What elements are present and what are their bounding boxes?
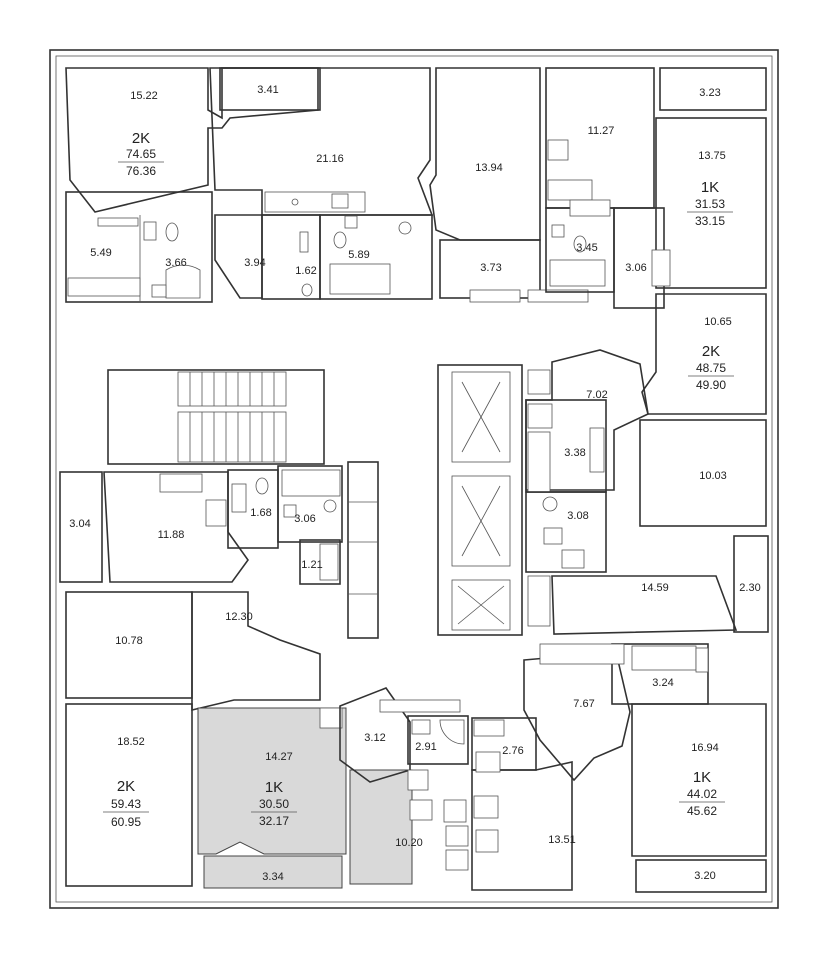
apartment-type: 2K	[132, 130, 150, 147]
apartment-e[interactable]	[525, 293, 767, 627]
apartment-sw[interactable]	[65, 591, 321, 887]
apartment-area-living: 44.02	[687, 787, 717, 801]
apartment-labels: 2K 74.65 76.36 1K 31.53 33.15 2K 48.75 4…	[103, 130, 734, 829]
apartment-area-total: 33.15	[695, 214, 725, 228]
apartment-s-highlighted[interactable]	[197, 707, 347, 889]
stair-core	[107, 369, 325, 465]
apartment-area-living: 59.43	[111, 797, 141, 811]
room-area: 18.52	[117, 736, 145, 748]
room-area: 21.16	[316, 153, 344, 165]
room-area: 10.03	[699, 470, 727, 482]
room-area: 13.94	[475, 162, 503, 174]
room-area: 12.30	[225, 611, 253, 623]
room-labels: 15.22 3.41 21.16 13.94 11.27 3.23 13.75 …	[69, 84, 760, 883]
room-area: 3.04	[69, 518, 90, 530]
room-area: 1.21	[301, 559, 322, 571]
room-area: 3.24	[652, 677, 673, 689]
apartment-type: 2K	[117, 778, 135, 795]
room-area: 13.51	[548, 834, 576, 846]
room-area: 14.59	[641, 582, 669, 594]
room-area: 1.62	[295, 265, 316, 277]
apartment-area-living: 30.50	[259, 797, 289, 811]
room-area: 3.20	[694, 870, 715, 882]
room-area: 3.73	[480, 262, 501, 274]
room-area: 3.38	[564, 447, 585, 459]
room-area: 10.65	[704, 316, 732, 328]
room-area: 3.94	[244, 257, 265, 269]
apartment-type: 1K	[265, 779, 283, 796]
room-area: 15.22	[130, 90, 158, 102]
apartment-area-total: 60.95	[111, 815, 141, 829]
apartment-area-total: 49.90	[696, 378, 726, 392]
room-area: 13.75	[698, 150, 726, 162]
room-area: 3.12	[364, 732, 385, 744]
room-area: 5.89	[348, 249, 369, 261]
apartment-east-mid[interactable]	[551, 535, 769, 635]
room-area: 7.67	[573, 698, 594, 710]
room-area: 7.02	[586, 389, 607, 401]
apartment-north-mid[interactable]	[429, 67, 589, 303]
apartment-area-living: 48.75	[696, 361, 726, 375]
room-area: 11.27	[588, 125, 615, 137]
elevator-core	[347, 364, 551, 639]
window-marks	[49, 49, 779, 860]
building-outline-inner	[55, 55, 773, 903]
apartment-area-living: 74.65	[126, 147, 156, 161]
apartment-s-right[interactable]	[471, 717, 573, 891]
room-area: 16.94	[691, 742, 719, 754]
room-area: 3.66	[165, 257, 186, 269]
room-area: 10.20	[395, 837, 423, 849]
room-area: 14.27	[265, 751, 293, 763]
room-area: 5.49	[90, 247, 111, 259]
room-area: 2.91	[415, 741, 436, 753]
room-area: 3.41	[257, 84, 278, 96]
room-area: 3.08	[567, 510, 588, 522]
room-area: 3.45	[576, 242, 597, 254]
room-area: 1.68	[250, 507, 271, 519]
apartment-type: 2K	[702, 343, 720, 360]
apartment-type: 1K	[701, 179, 719, 196]
room-area: 3.23	[699, 87, 720, 99]
apartment-area-total: 45.62	[687, 804, 717, 818]
room-area: 3.34	[262, 871, 283, 883]
room-area: 3.06	[294, 513, 315, 525]
room-area: 11.88	[158, 529, 185, 541]
apartment-type: 1K	[693, 769, 711, 786]
apartment-area-living: 31.53	[695, 197, 725, 211]
apartment-west-mid[interactable]	[59, 465, 343, 585]
room-area: 2.30	[739, 582, 760, 594]
room-area: 3.06	[625, 262, 646, 274]
apartment-area-total: 32.17	[259, 814, 289, 828]
room-area: 10.78	[115, 635, 143, 647]
apartment-s-kitchen[interactable]	[339, 687, 469, 885]
room-area: 2.76	[502, 745, 523, 757]
apartment-nw[interactable]	[65, 67, 319, 303]
apartment-se[interactable]	[523, 643, 767, 893]
apartment-north-center[interactable]	[209, 67, 434, 300]
apartment-area-total: 76.36	[126, 164, 156, 178]
apartment-ne[interactable]	[545, 67, 767, 309]
